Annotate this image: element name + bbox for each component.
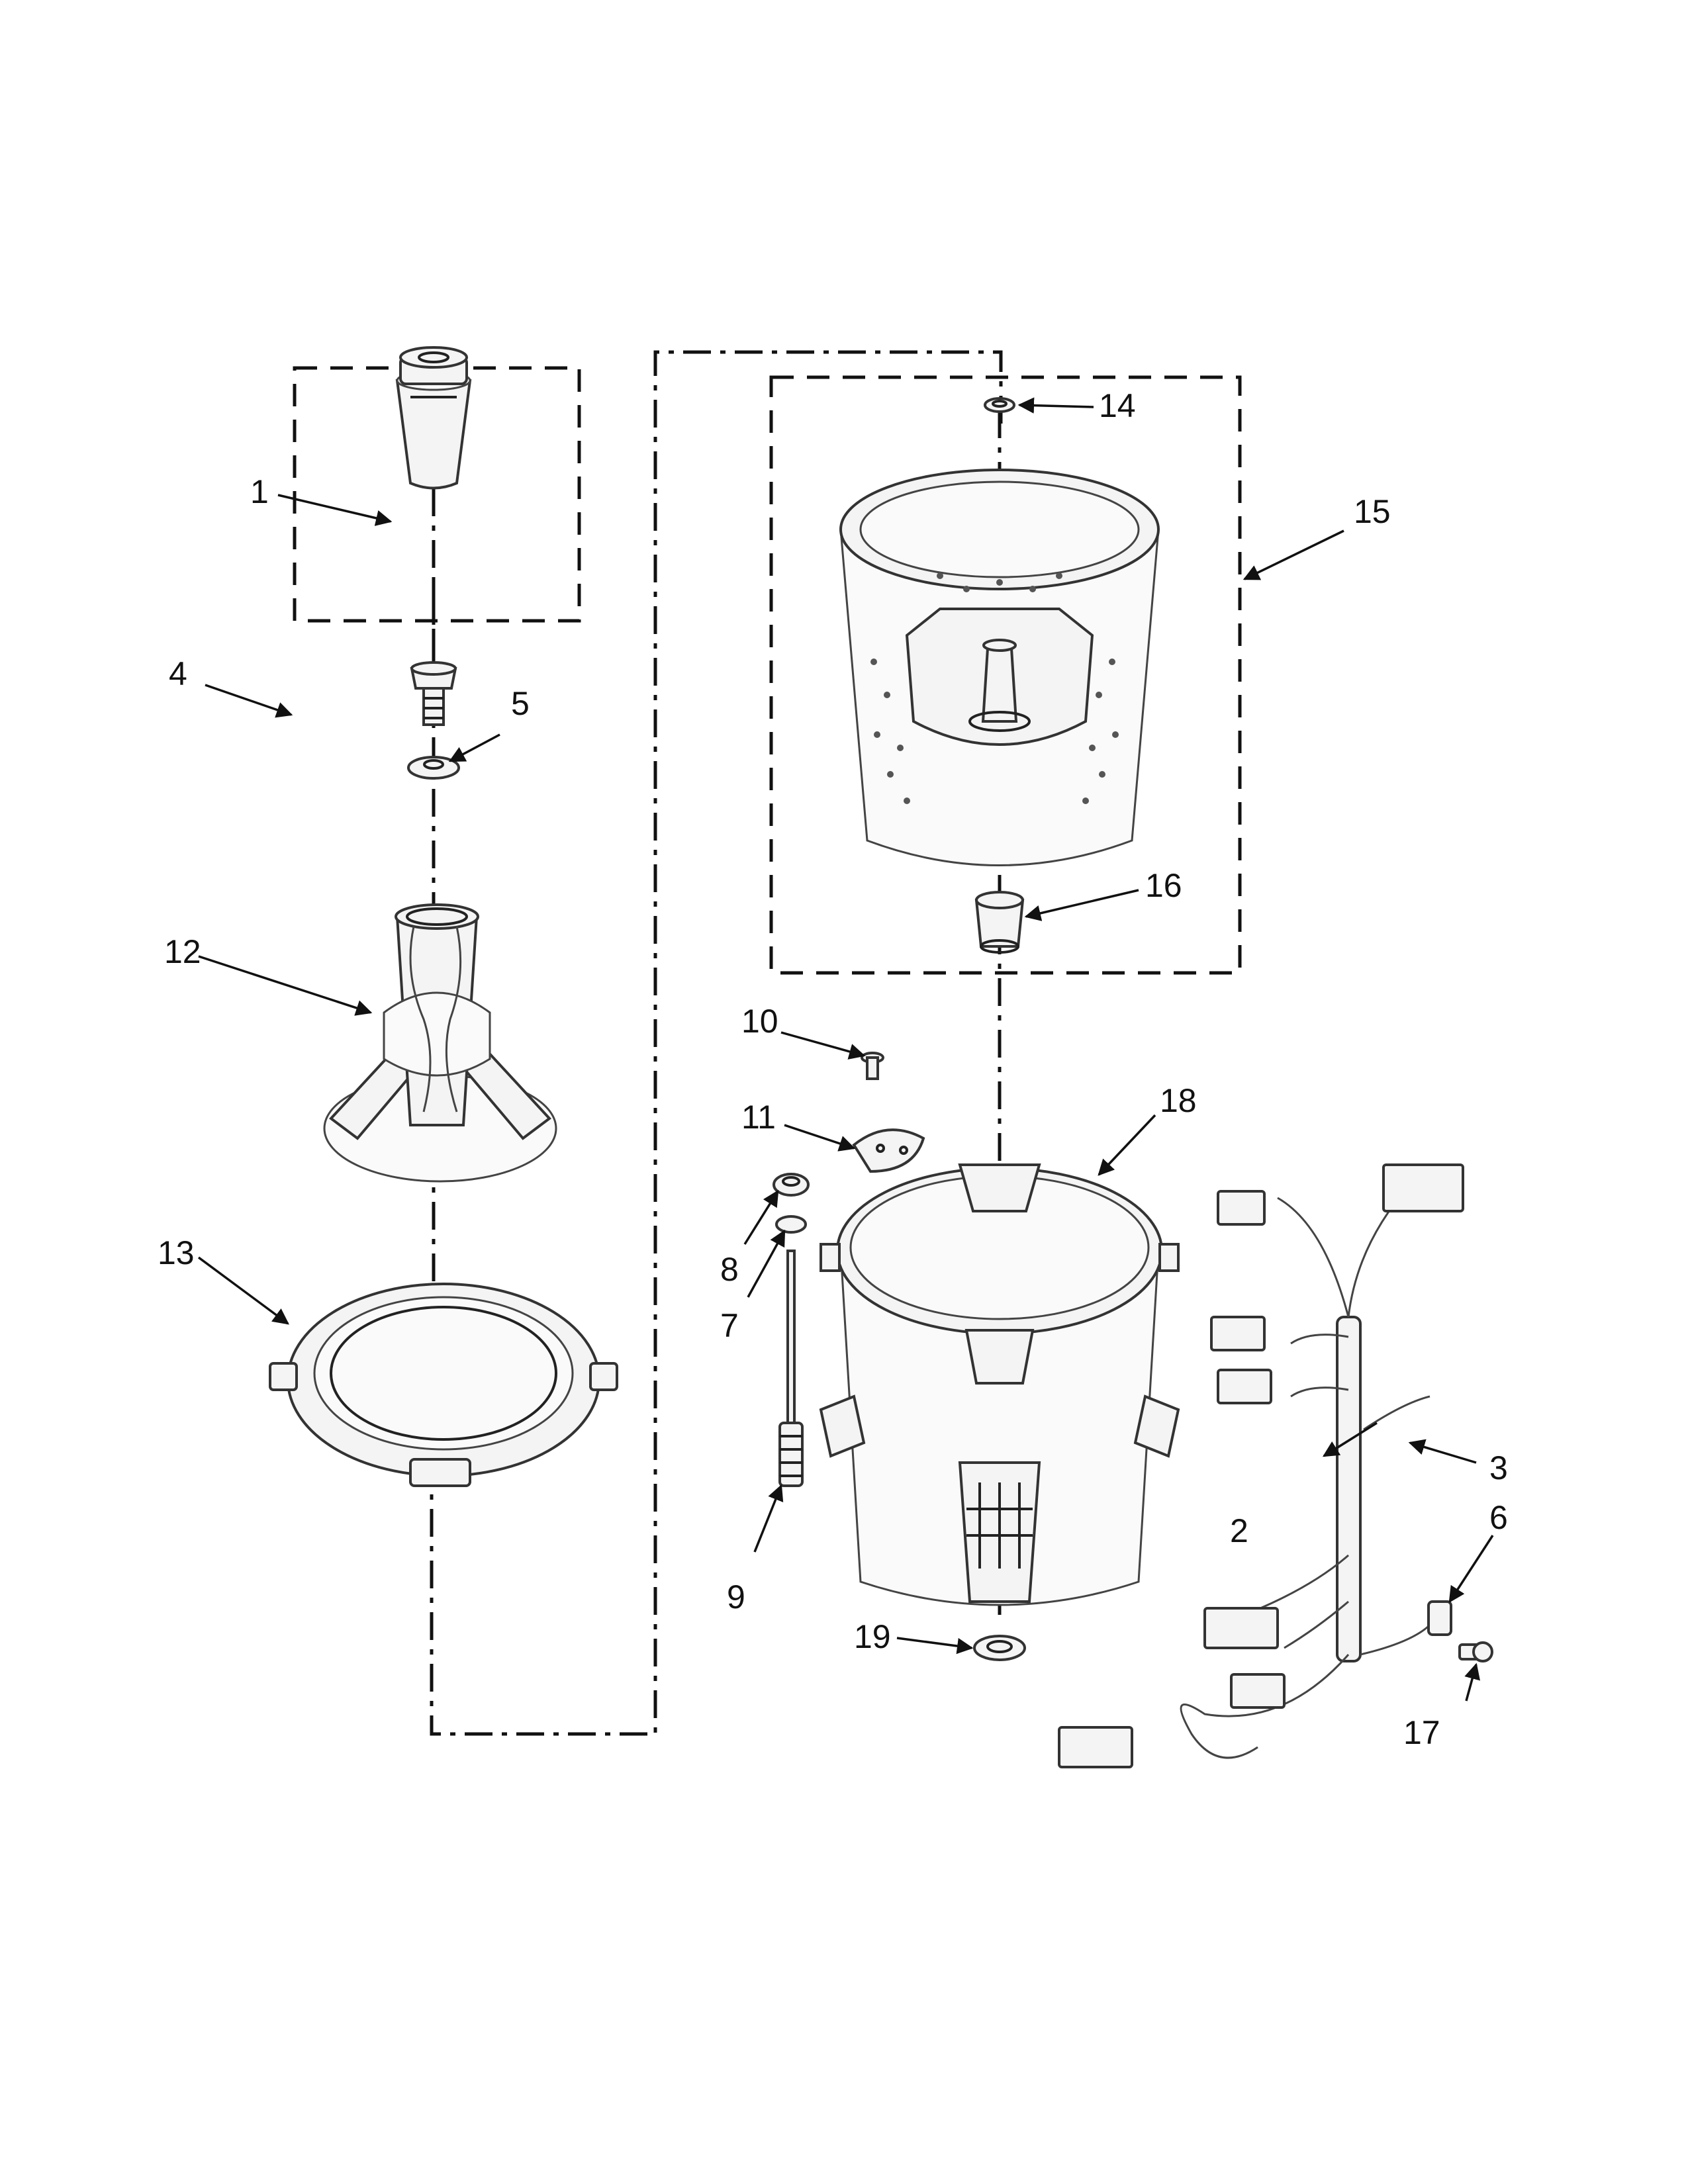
label-part-15: 15 bbox=[1354, 493, 1391, 530]
label-part-11: 11 bbox=[741, 1099, 776, 1136]
label-part-1: 1 bbox=[250, 473, 269, 510]
label-part-13: 13 bbox=[158, 1234, 195, 1271]
part-15-wash-basket[interactable] bbox=[839, 469, 1160, 866]
label-part-12: 12 bbox=[164, 933, 201, 970]
part-14-ring[interactable] bbox=[984, 397, 1015, 413]
label-part-9: 9 bbox=[727, 1578, 745, 1615]
part-7-grommet[interactable] bbox=[775, 1215, 807, 1234]
label-part-6: 6 bbox=[1489, 1499, 1508, 1536]
connector-line bbox=[430, 350, 1003, 1736]
leader-lines bbox=[197, 397, 1494, 1702]
part-1-agitator-cap[interactable] bbox=[395, 346, 472, 490]
part-17-screw[interactable] bbox=[1458, 1641, 1493, 1662]
part-19-seal[interactable] bbox=[973, 1635, 1026, 1661]
part-8-cap[interactable] bbox=[773, 1173, 810, 1197]
part-10-screw[interactable] bbox=[861, 1052, 884, 1080]
label-part-4: 4 bbox=[169, 655, 187, 692]
label-part-3: 3 bbox=[1489, 1449, 1508, 1486]
part-4-bolt[interactable] bbox=[410, 661, 457, 726]
part-5-washer[interactable] bbox=[407, 756, 460, 780]
label-part-18: 18 bbox=[1160, 1082, 1197, 1119]
label-part-16: 16 bbox=[1145, 867, 1182, 904]
part-6-clamp[interactable] bbox=[1360, 1600, 1452, 1656]
assembly-box-4 bbox=[293, 366, 581, 623]
part-16-hub[interactable] bbox=[974, 891, 1025, 954]
label-part-10: 10 bbox=[741, 1003, 778, 1040]
label-part-14: 14 bbox=[1099, 387, 1136, 424]
part-9-rod[interactable] bbox=[778, 1250, 804, 1487]
label-part-2: 2 bbox=[1230, 1512, 1248, 1549]
part-11-bracket[interactable] bbox=[852, 1128, 925, 1173]
part-18-outer-tub[interactable] bbox=[819, 1163, 1180, 1606]
part-2-wire-harness[interactable] bbox=[1058, 1163, 1464, 1768]
part-3-hose[interactable] bbox=[1363, 1395, 1430, 1431]
assembly-box-15 bbox=[769, 375, 1242, 975]
label-part-19: 19 bbox=[854, 1618, 891, 1655]
part-13-tub-ring[interactable] bbox=[269, 1283, 618, 1487]
label-part-5: 5 bbox=[511, 685, 530, 722]
label-part-7: 7 bbox=[720, 1307, 739, 1344]
label-part-8: 8 bbox=[720, 1251, 739, 1288]
part-12-agitator[interactable] bbox=[323, 903, 557, 1183]
label-part-17: 17 bbox=[1403, 1714, 1440, 1751]
